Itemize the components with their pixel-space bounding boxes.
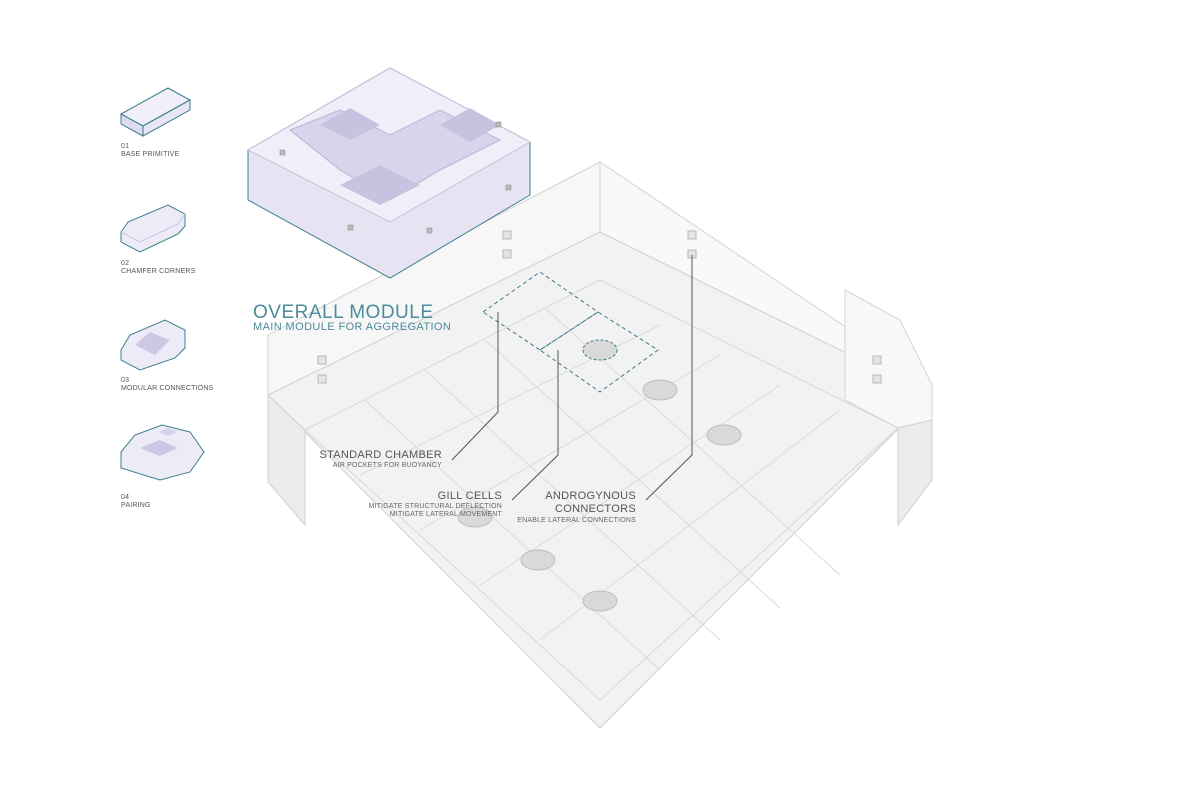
step-3-label: MODULAR CONNECTIONS	[121, 385, 214, 392]
gill-cell-highlighted	[582, 339, 618, 361]
androgynous-title-2: CONNECTORS	[554, 503, 636, 515]
step-2-number: 02	[121, 260, 130, 267]
gill-cells-title: GILL CELLS	[437, 490, 502, 502]
gill-cells-desc-1: MITIGATE STRUCTURAL DEFLECTION	[368, 503, 502, 510]
leader-lines	[451, 255, 693, 501]
step-1-label: BASE PRIMITIVE	[121, 151, 180, 158]
step-icon-4	[120, 424, 205, 481]
step-icon-3	[120, 319, 186, 371]
standard-chamber-title: STANDARD CHAMBER	[319, 449, 442, 461]
androgynous-desc: ENABLE LATERAL CONNECTIONS	[517, 517, 636, 524]
overall-module-title: OVERALL MODULE	[253, 302, 434, 323]
gill-cell-discs	[457, 339, 742, 612]
gill-cells-desc-2: MITIGATE LATERAL MOVEMENT	[389, 511, 502, 518]
overall-module-subtitle: MAIN MODULE FOR AGGREGATION	[253, 321, 452, 333]
androgynous-title-1: ANDROGYNOUS	[545, 490, 636, 502]
platform-chamfer-left	[267, 393, 306, 527]
platform-rim-right	[844, 289, 933, 429]
highlight-chambers	[482, 271, 659, 393]
step-2-label: CHAMFER CORNERS	[121, 268, 196, 275]
step-4-number: 04	[121, 494, 130, 501]
step-icon-2	[120, 204, 186, 253]
step-3-number: 03	[121, 377, 130, 384]
platform-chamfer-right	[897, 419, 933, 527]
step-4-label: PAIRING	[121, 502, 151, 509]
platform	[267, 161, 933, 729]
step-icon-1	[119, 87, 192, 137]
standard-chamber-desc: AIR POCKETS FOR BUOYANCY	[332, 462, 442, 469]
platform-inner	[304, 279, 899, 701]
overall-module	[246, 67, 532, 279]
step-1-number: 01	[121, 143, 130, 150]
